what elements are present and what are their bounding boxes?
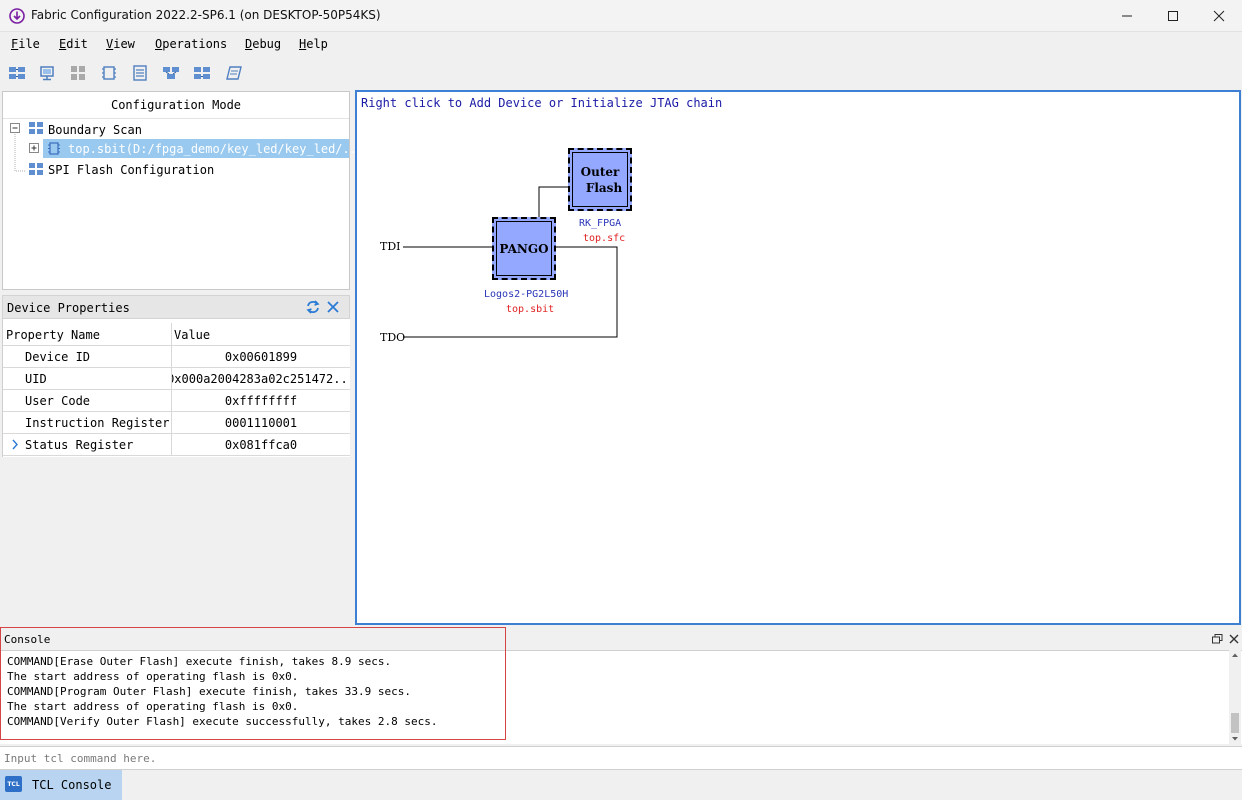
column-header-value: Value — [171, 323, 212, 345]
expand-row-chevron-icon[interactable] — [11, 439, 19, 450]
property-table: Property Name Value Device ID 0x00601899… — [2, 319, 350, 457]
scroll-up-icon[interactable] — [1231, 652, 1239, 658]
configuration-mode-header: Configuration Mode — [3, 92, 349, 119]
table-row[interactable]: Device ID 0x00601899 — [3, 346, 350, 368]
collapse-toggle-icon[interactable] — [10, 123, 21, 134]
tree-item-top-sbit[interactable]: top.sbit(D:/fpga_demo/key_led/key_led/..… — [43, 139, 349, 158]
outer-flash-device-name: RK_FPGA — [579, 218, 621, 229]
tab-tcl-console[interactable]: TCL TCL Console — [0, 770, 122, 800]
close-icon — [1213, 10, 1225, 22]
outer-flash-device-file: top.sfc — [583, 233, 625, 244]
tree-item-boundary-scan[interactable]: Boundary Scan — [48, 123, 142, 137]
console-scrollbar-thumb[interactable] — [1231, 713, 1239, 733]
program-icon[interactable] — [161, 64, 181, 82]
device-properties-header: Device Properties — [2, 295, 350, 319]
close-panel-icon[interactable] — [327, 301, 339, 313]
tdo-label: TDO — [380, 331, 405, 344]
jtag-wires — [357, 92, 1239, 623]
tcl-console-tab-label: TCL Console — [32, 778, 111, 792]
table-row[interactable]: User Code 0xffffffff — [3, 390, 350, 412]
menu-edit[interactable]: Edit — [59, 37, 88, 51]
pango-device-file: top.sbit — [506, 304, 554, 315]
toolbar — [0, 57, 1242, 88]
expand-toggle-icon[interactable] — [29, 143, 40, 154]
menu-view[interactable]: View — [106, 37, 135, 51]
restore-panel-icon[interactable] — [1212, 634, 1223, 644]
table-row[interactable]: Status Register 0x081ffca0 — [3, 434, 350, 456]
pango-device[interactable]: PANGO — [492, 217, 556, 280]
close-button[interactable] — [1196, 0, 1242, 32]
scroll-down-icon[interactable] — [1231, 736, 1239, 742]
device-properties-panel: Device Properties Property Name Value De… — [2, 295, 350, 625]
title-bar: Fabric Configuration 2022.2-SP6.1 (on DE… — [0, 0, 1242, 32]
minimize-icon — [1121, 10, 1133, 22]
app-logo-icon — [9, 8, 25, 24]
tcl-command-input[interactable] — [0, 746, 1242, 770]
tree-item-spi-flash[interactable]: SPI Flash Configuration — [48, 163, 214, 177]
chip-file-icon — [47, 141, 61, 156]
chip-icon[interactable] — [99, 64, 119, 82]
monitor-icon[interactable] — [37, 64, 57, 82]
maximize-icon — [1167, 10, 1179, 22]
tdi-label: TDI — [380, 240, 401, 253]
console-highlight-box — [0, 627, 506, 740]
scan-chain-icon[interactable] — [7, 64, 27, 82]
pango-device-name: Logos2-PG2L50H — [484, 289, 568, 300]
tree-item-top-sbit-label: top.sbit(D:/fpga_demo/key_led/key_led/..… — [68, 142, 364, 156]
table-row[interactable]: Instruction Register 0001110001 — [3, 412, 350, 434]
minimize-button[interactable] — [1104, 0, 1150, 32]
outer-flash-device[interactable]: Outer Flash — [568, 148, 632, 211]
console-scrollbar[interactable] — [1229, 650, 1241, 744]
boundary-scan-icon — [28, 121, 44, 136]
menu-debug[interactable]: Debug — [245, 37, 281, 51]
book-icon[interactable] — [224, 64, 244, 82]
column-header-property-name: Property Name — [6, 328, 100, 342]
table-row[interactable]: UID 0x000a2004283a02c251472... — [3, 368, 350, 390]
tcl-console-icon: TCL — [5, 776, 22, 792]
table-header-row: Property Name Value — [3, 323, 350, 346]
menu-bar: File Edit View Operations Debug Help — [0, 32, 1242, 57]
close-console-icon[interactable] — [1229, 634, 1239, 644]
list-icon[interactable] — [130, 64, 150, 82]
grid-icon[interactable] — [68, 64, 88, 82]
window-title: Fabric Configuration 2022.2-SP6.1 (on DE… — [31, 8, 381, 22]
maximize-button[interactable] — [1150, 0, 1196, 32]
configuration-mode-panel: Configuration Mode Boundary Scan top.sbi… — [2, 91, 350, 290]
flash-icon[interactable] — [192, 64, 212, 82]
menu-help[interactable]: Help — [299, 37, 328, 51]
spi-flash-icon — [28, 162, 44, 177]
jtag-chain-canvas[interactable]: Right click to Add Device or Initialize … — [355, 90, 1241, 625]
refresh-icon[interactable] — [306, 300, 320, 314]
menu-file[interactable]: File — [11, 37, 40, 51]
device-properties-title: Device Properties — [7, 301, 130, 315]
menu-operations[interactable]: Operations — [155, 37, 227, 51]
